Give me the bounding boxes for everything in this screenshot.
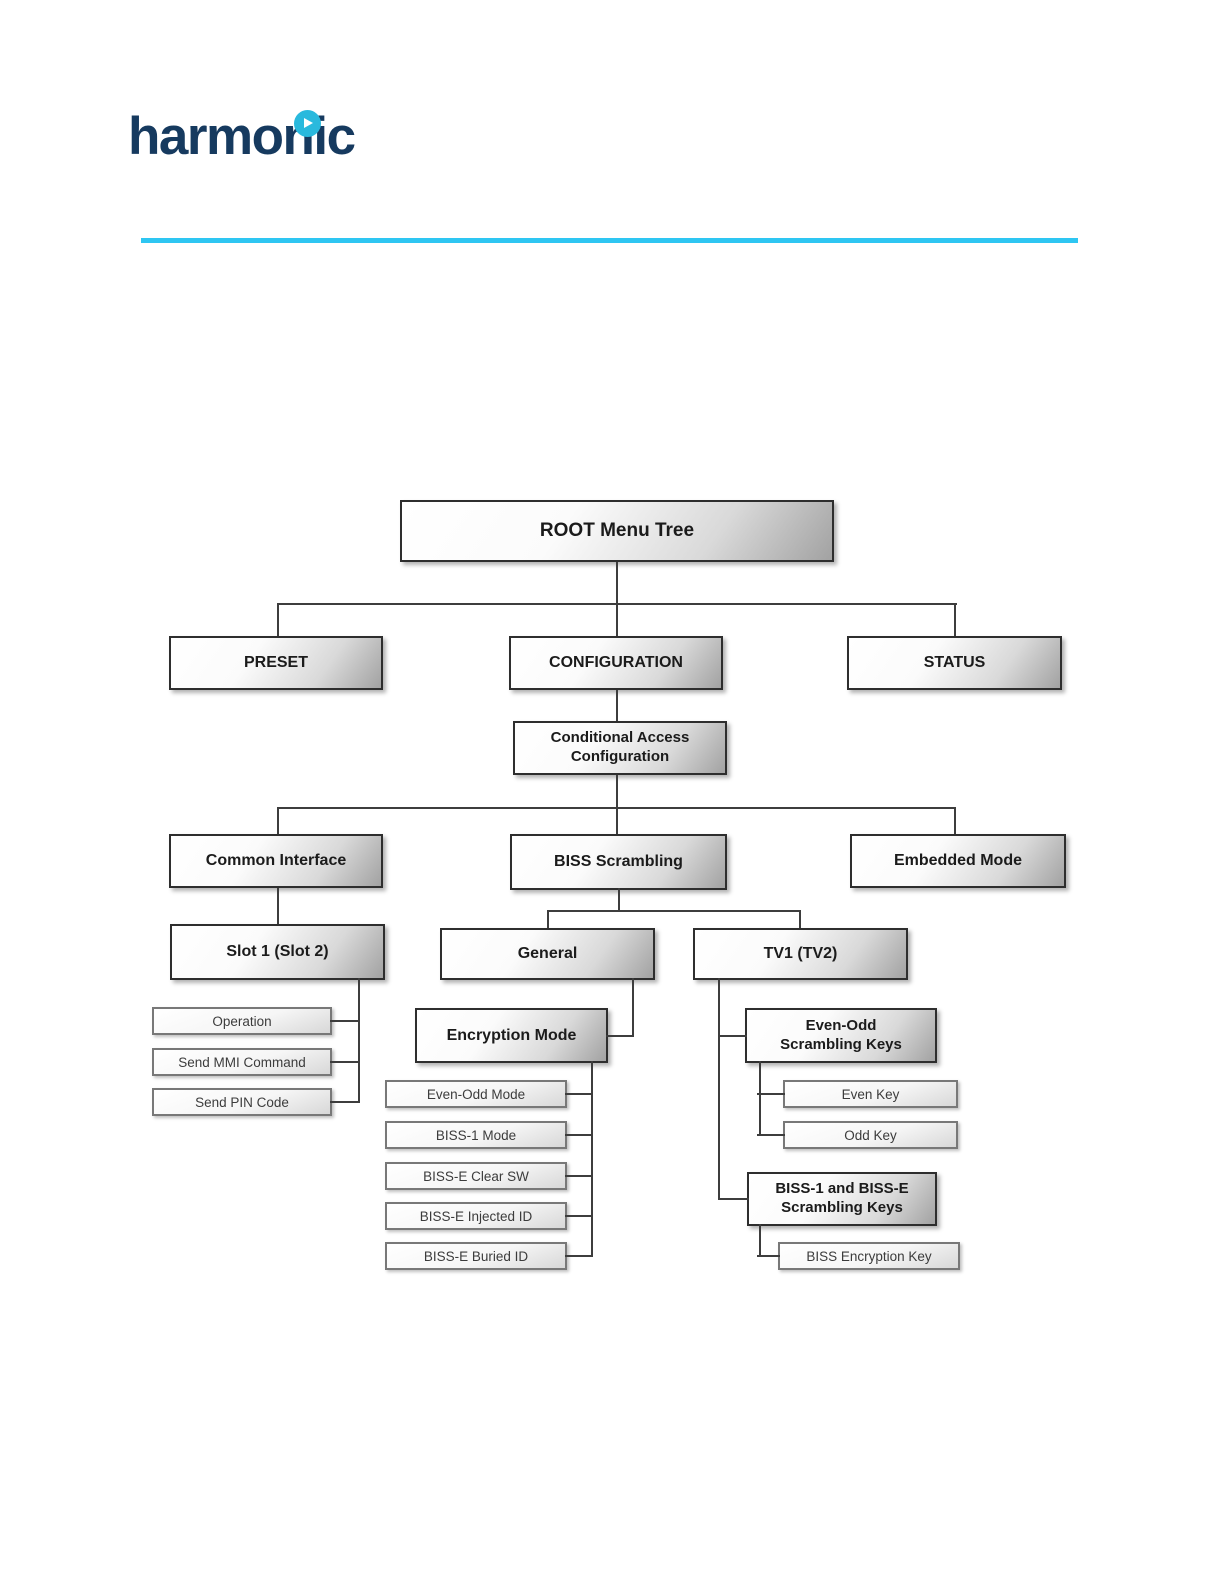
node-embedded-mode: Embedded Mode: [850, 834, 1066, 888]
node-bisse-clear-sw: BISS-E Clear SW: [385, 1162, 567, 1190]
node-biss1-mode: BISS-1 Mode: [385, 1121, 567, 1149]
node-even-key: Even Key: [783, 1080, 958, 1108]
connector-line: [616, 690, 618, 721]
node-configuration: CONFIGURATION: [509, 636, 723, 690]
node-even-odd-mode: Even-Odd Mode: [385, 1080, 567, 1108]
node-biss-scrambling: BISS Scrambling: [510, 834, 727, 890]
node-biss-encryption-key: BISS Encryption Key: [778, 1242, 960, 1270]
node-general: General: [440, 928, 655, 980]
node-odd-key: Odd Key: [783, 1121, 958, 1149]
connector-line: [547, 910, 801, 912]
play-triangle-icon: [304, 118, 313, 128]
connector-line: [330, 1061, 360, 1063]
connector-line: [330, 1020, 360, 1022]
node-root-menu-tree: ROOT Menu Tree: [400, 500, 834, 562]
connector-line: [718, 1198, 749, 1200]
connector-line: [565, 1215, 593, 1217]
connector-line: [616, 562, 618, 603]
connector-line: [632, 978, 634, 1037]
harmonic-logo: harmonic: [128, 107, 356, 166]
connector-line: [358, 978, 360, 1103]
node-slot1: Slot 1 (Slot 2): [170, 924, 385, 980]
connector-line: [330, 1101, 360, 1103]
connector-line: [757, 1255, 780, 1257]
connector-line: [618, 888, 620, 912]
connector-line: [799, 910, 801, 928]
node-tv1: TV1 (TV2): [693, 928, 908, 980]
connector-line: [616, 807, 618, 834]
node-status: STATUS: [847, 636, 1062, 690]
node-common-interface: Common Interface: [169, 834, 383, 888]
node-biss1-bisse-scrambling-keys: BISS-1 and BISS-E Scrambling Keys: [747, 1172, 937, 1226]
connector-line: [757, 1134, 785, 1136]
logo-play-icon: [294, 110, 321, 137]
node-send-pin-code: Send PIN Code: [152, 1088, 332, 1116]
header-divider: [141, 238, 1078, 243]
node-operation: Operation: [152, 1007, 332, 1035]
connector-line: [565, 1093, 593, 1095]
connector-line: [547, 910, 549, 928]
connector-line: [277, 603, 279, 636]
connector-line: [759, 1061, 761, 1136]
connector-line: [565, 1134, 593, 1136]
connector-line: [591, 1061, 593, 1257]
node-preset: PRESET: [169, 636, 383, 690]
node-even-odd-scrambling-keys: Even-Odd Scrambling Keys: [745, 1008, 937, 1063]
connector-line: [565, 1175, 593, 1177]
node-encryption-mode: Encryption Mode: [415, 1008, 608, 1063]
connector-line: [606, 1035, 634, 1037]
connector-line: [759, 1224, 761, 1257]
connector-line: [718, 978, 720, 1200]
connector-line: [954, 603, 956, 636]
connector-line: [616, 775, 618, 807]
node-send-mmi-command: Send MMI Command: [152, 1048, 332, 1076]
node-bisse-injected-id: BISS-E Injected ID: [385, 1202, 567, 1230]
connector-line: [565, 1255, 593, 1257]
connector-line: [277, 888, 279, 924]
connector-line: [718, 1035, 747, 1037]
connector-line: [616, 603, 618, 636]
connector-line: [757, 1093, 785, 1095]
node-conditional-access-configuration: Conditional Access Configuration: [513, 721, 727, 775]
connector-line: [277, 807, 279, 834]
node-bisse-buried-id: BISS-E Buried ID: [385, 1242, 567, 1270]
connector-line: [954, 807, 956, 834]
